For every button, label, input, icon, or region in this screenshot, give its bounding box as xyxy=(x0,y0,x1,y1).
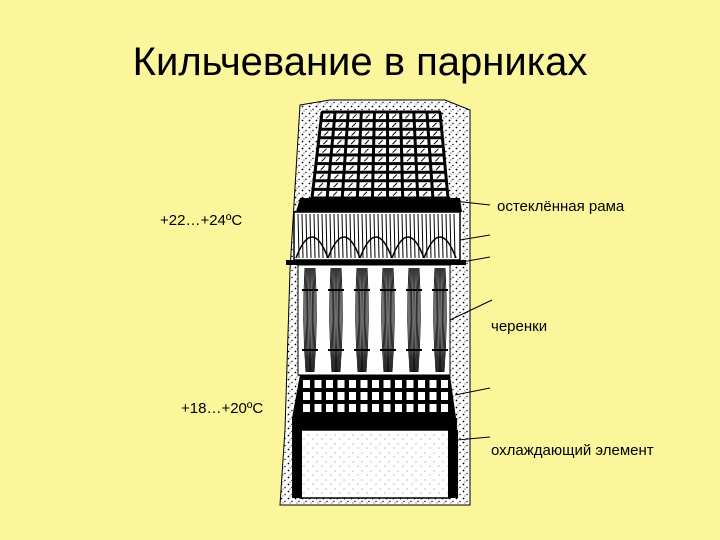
leader-cover-bottom xyxy=(461,256,491,263)
grate xyxy=(292,375,456,418)
cooling-element-box xyxy=(292,418,458,499)
cooling-element-label: охлаждающий элемент xyxy=(491,442,654,459)
slide-title: Кильчевание в парниках xyxy=(132,40,588,84)
leader-lines xyxy=(444,199,493,441)
leader-cover-top xyxy=(459,234,491,241)
leader-cuttings xyxy=(449,299,493,321)
glass-frame-label: остеклённая рама xyxy=(497,198,625,215)
leader-grate xyxy=(454,387,491,396)
cuttings-layer xyxy=(297,264,451,376)
leader-cooling xyxy=(456,436,491,441)
glass-frame xyxy=(296,110,462,212)
cover-soil-layer xyxy=(286,211,466,265)
leader-glass-frame xyxy=(444,199,491,206)
cuttings-label: черенки xyxy=(491,318,548,335)
temperature-bottom-label: +18…+20ºC xyxy=(181,400,264,417)
temperature-top-label: +22…+24ºC xyxy=(160,212,243,229)
